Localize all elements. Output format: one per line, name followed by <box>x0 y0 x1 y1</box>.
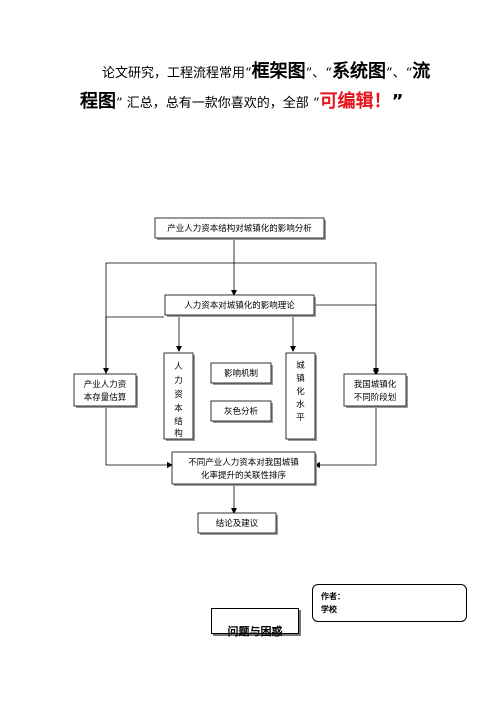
svg-text:结: 结 <box>174 416 183 427</box>
box-column-urbanization: 城 镇 化 水 平 <box>285 352 317 441</box>
keyword-editable: 可编辑！ <box>319 91 392 112</box>
box-column-urbanization-label: 城 镇 化 水 平 <box>296 361 305 423</box>
box-conclusion: 结论及建议 <box>197 512 278 535</box>
box-grey-analysis: 灰色分析 <box>210 400 273 423</box>
box-ranking-line2: 化率提升的关联性排序 <box>201 470 287 481</box>
keyword-system: 系统图 <box>331 61 386 82</box>
box-theory-label: 人力资本对城镇化的影响理论 <box>184 300 295 311</box>
svg-text:人: 人 <box>174 362 183 372</box>
author-label: 作者： <box>321 592 345 601</box>
flow-connectors <box>103 240 379 514</box>
box-left-line2: 本存量估算 <box>84 392 127 403</box>
svg-text:资: 资 <box>174 389 183 400</box>
box-conclusion-label: 结论及建议 <box>216 518 259 529</box>
box-column-structure-label: 人 力 资 本 结 构 <box>174 362 183 439</box>
school-label: 学校 <box>321 605 337 614</box>
intro-paragraph: 论文研究，工程流程常用“框架图”、“系统图”、“流程图” 汇总，总有一款你喜欢的… <box>80 58 440 118</box>
box-top-label: 产业人力资本结构对城镇化的影响分析 <box>167 223 312 234</box>
caption-box: 问题与困惑 <box>211 608 299 638</box>
svg-text:构: 构 <box>174 428 183 439</box>
keyword-flow: 流程图 <box>80 61 431 112</box>
box-mechanism: 影响机制 <box>210 362 273 385</box>
box-ranking-line1: 不同产业人力资本对我国城镇 <box>188 457 299 468</box>
box-grey-label: 灰色分析 <box>224 406 259 417</box>
author-info-box: 作者： 学校 <box>312 584 467 622</box>
box-theory: 人力资本对城镇化的影响理论 <box>164 294 316 317</box>
keyword-framework: 框架图 <box>251 61 306 82</box>
intro-text-4: ” 汇总，总有一款你喜欢的，全部 “ <box>116 96 320 111</box>
svg-text:水: 水 <box>296 399 305 410</box>
intro-text-5: ” <box>391 91 404 112</box>
box-top-analysis: 产业人力资本结构对城镇化的影响分析 <box>154 217 326 240</box>
intro-text-1: 论文研究，工程流程常用“ <box>102 66 252 81</box>
box-right-line2: 不同阶段划 <box>354 392 397 403</box>
box-left-line1: 产业人力资 <box>84 379 127 390</box>
box-right-line1: 我国城镇化 <box>354 379 397 390</box>
svg-text:化: 化 <box>296 386 305 397</box>
caption-label: 问题与困惑 <box>227 625 283 638</box>
box-right-stages: 我国城镇化 不同阶段划 <box>343 373 408 408</box>
intro-text-2: ”、“ <box>305 66 332 81</box>
box-mechanism-label: 影响机制 <box>224 368 258 379</box>
svg-text:城: 城 <box>296 361 305 371</box>
svg-text:力: 力 <box>174 375 183 386</box>
svg-text:平: 平 <box>296 413 305 423</box>
box-ranking: 不同产业人力资本对我国城镇 化率提升的关联性排序 <box>171 451 317 486</box>
svg-text:镇: 镇 <box>296 373 305 384</box>
box-left-stock: 产业人力资 本存量估算 <box>73 373 138 408</box>
intro-text-3: ”、“ <box>385 66 413 81</box>
svg-text:本: 本 <box>174 403 183 414</box>
box-column-structure: 人 力 资 本 结 构 <box>163 352 195 441</box>
